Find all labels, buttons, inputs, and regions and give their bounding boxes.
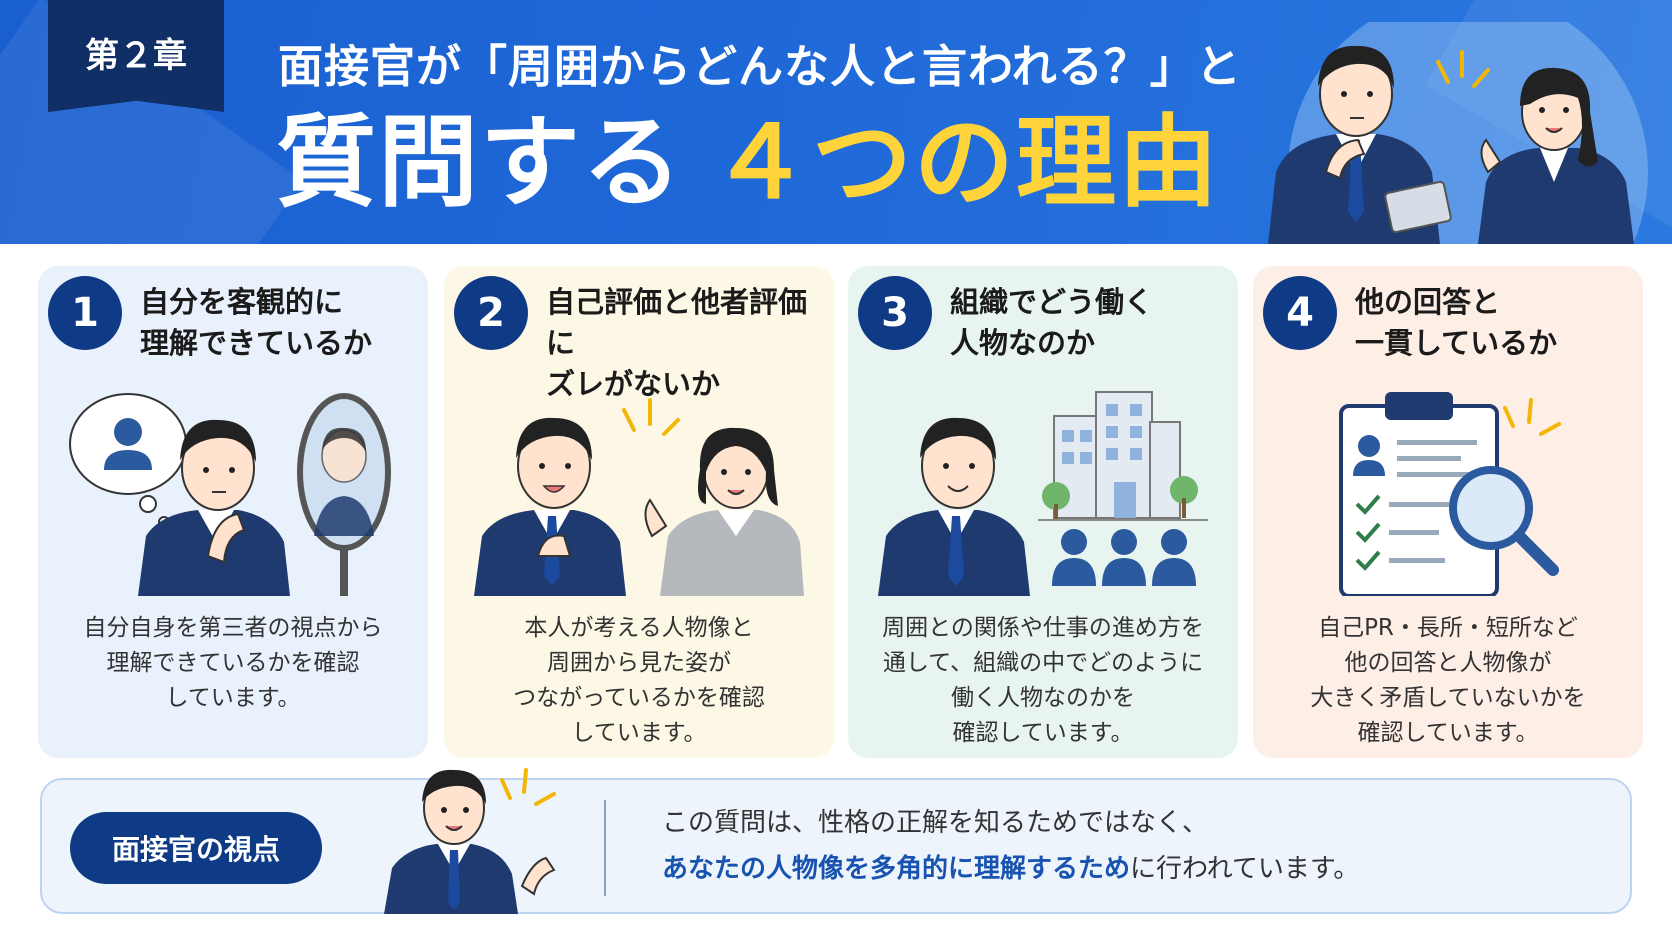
- reason-card-2: 2 自己評価と他者評価に ズレがないか 本人が考える人物像と 周囲から見た姿が …: [444, 266, 834, 758]
- interview-illustration: [1268, 22, 1648, 244]
- reason-desc-4: 自己PR・長所・短所など 他の回答と人物像が 大きく矛盾していないかを 確認して…: [1310, 615, 1586, 746]
- title-highlight: ４つの理由: [710, 104, 1220, 221]
- reason-desc-3: 周囲との関係や仕事の進め方を 通して、組織の中でどのように 働く人物なのかを 確…: [882, 615, 1204, 746]
- organization-illustration: [878, 391, 1208, 596]
- reason-card-4: 4 他の回答と 一貫しているか 自己PR・長所・短所など 他の回答と人物像が 大…: [1253, 266, 1643, 758]
- reason-title-2: 自己評価と他者評価に ズレがないか: [546, 285, 808, 401]
- reason-card-3: 3 組織でどう働く 人物なのか 周囲との関係や仕事: [848, 266, 1238, 758]
- interviewer-perspective-panel: 面接官の視点 この質問は、性格の正解を知るためではなく、 あなたの人物像を多角的…: [40, 768, 1632, 914]
- conversation-illustration: [474, 398, 804, 596]
- reason-card-1: 1 自分を客観的に 理解できているか 自分自身を第三者の視点から 理解できている…: [38, 266, 428, 758]
- reason-number-2: 2: [454, 276, 528, 350]
- interviewer-illustration: [384, 768, 556, 914]
- title-main: 質問する: [276, 104, 684, 221]
- page-subtitle: 面接官が「周囲からどんな人と言われる？」と: [278, 40, 1242, 93]
- clipboard-check-illustration: [1339, 392, 1561, 596]
- reason-desc-2: 本人が考える人物像と 周囲から見た姿が つながっているかを確認 しています。: [513, 615, 765, 746]
- reason-number-3: 3: [858, 276, 932, 350]
- reason-number-1: 1: [48, 276, 122, 350]
- reason-number-4: 4: [1263, 276, 1337, 350]
- chapter-badge: 第２章: [48, 0, 224, 112]
- perspective-line-2: あなたの人物像を多角的に理解するために行われています。: [662, 854, 1360, 884]
- reason-desc-1: 自分自身を第三者の視点から 理解できているかを確認 しています。: [83, 615, 383, 711]
- reason-title-3: 組織でどう働く 人物なのか: [950, 285, 1154, 360]
- reason-title-4: 他の回答と 一貫しているか: [1355, 285, 1558, 360]
- perspective-emphasis: あなたの人物像を多角的に理解するため: [662, 854, 1131, 884]
- perspective-line-1: この質問は、性格の正解を知るためではなく、: [662, 808, 1209, 838]
- mirror-reflection-illustration: [69, 393, 391, 596]
- reason-title-1: 自分を客観的に 理解できているか: [140, 285, 373, 360]
- perspective-label: 面接官の視点: [70, 812, 322, 884]
